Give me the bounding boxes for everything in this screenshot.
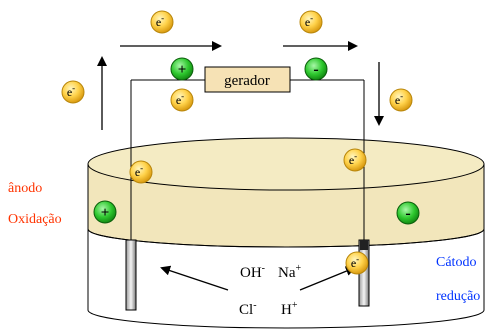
generator-minus-terminal: - [304,57,328,81]
anode-plus-sign: + [93,200,117,224]
anode-label: ânodo [8,181,42,196]
cathode-process: redução [436,289,480,304]
electron-label: e- [351,254,359,270]
electron-label: e- [176,91,184,107]
ion-hydroxide: OH- [240,263,265,281]
electron-label: e- [395,91,403,107]
generator-box [204,66,291,93]
electron-label: e- [305,13,313,29]
electron-label: e- [135,163,143,179]
electron-left-wire: e- [61,80,85,104]
ion-sodium: Na+ [278,263,302,281]
electron-top-left: e- [150,10,174,34]
svg-text:+: + [178,62,187,78]
electron-label: e- [349,151,357,167]
generator-plus-terminal: + [170,57,194,81]
cathode-minus-sign: - [396,201,420,225]
svg-text:+: + [101,205,110,221]
anode-electrode-lower [125,239,137,311]
electron-generator-below: e- [170,88,194,112]
ion-hydrogen: H+ [281,300,298,318]
ion-chloride: Cl- [239,300,257,318]
electron-cathode-tip: e- [345,251,369,275]
electron-anode-surface: e- [129,160,153,184]
electrolyte-surface [87,137,485,191]
electron-label: e- [156,13,164,29]
cathode-electrode-tip [360,240,368,250]
svg-text:-: - [405,205,410,222]
electron-cathode-surface: e- [343,148,367,172]
cathode-label: Cátodo [436,255,476,270]
arrow-ion-left [160,265,229,291]
electrons: e-e-e-e-e-e-e-e- [61,10,413,275]
electrolytic-cell [87,137,485,329]
beaker-body [87,228,485,329]
electron-flow-arrows [97,41,384,291]
generator-label: gerador [224,73,270,89]
electron-right-wire: e- [389,88,413,112]
svg-text:-: - [313,61,318,78]
anode-process: Oxidação [8,212,62,227]
electron-top-right: e- [299,10,323,34]
electron-label: e- [67,83,75,99]
arrow-ion-right [299,266,356,291]
